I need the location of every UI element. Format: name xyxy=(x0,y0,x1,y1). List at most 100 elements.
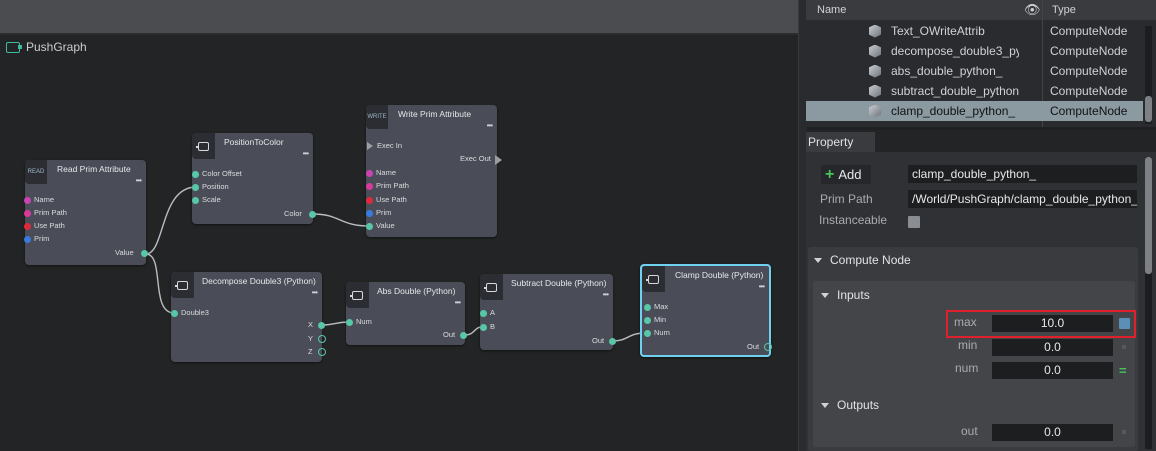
graph-icon xyxy=(6,41,22,53)
node-menu-icon[interactable]: ••• xyxy=(758,282,765,291)
max-field[interactable]: 10.0 xyxy=(992,315,1113,332)
connected-icon[interactable]: = xyxy=(1119,363,1127,378)
exec-out-icon[interactable] xyxy=(495,155,502,165)
pin-name-icon[interactable] xyxy=(366,170,373,177)
tab-property[interactable]: Property xyxy=(806,132,875,152)
pin-num-icon[interactable] xyxy=(346,319,353,326)
pin-num-icon[interactable] xyxy=(644,330,651,337)
pin-color-out-icon[interactable] xyxy=(309,211,316,218)
property-scrollbar[interactable] xyxy=(1145,157,1152,449)
stage-row-type: ComputeNode xyxy=(1050,64,1128,78)
node-header: READ Read Prim Attribute xyxy=(25,160,146,184)
node-header: WRITE Write Prim Attribute xyxy=(366,105,497,129)
stage-row-type: ComputeNode xyxy=(1050,104,1128,118)
instanceable-label: Instanceable xyxy=(819,213,888,227)
pin-out-icon[interactable] xyxy=(609,338,616,345)
pin-min-icon[interactable] xyxy=(644,317,651,324)
pin-name-icon[interactable] xyxy=(24,197,31,204)
keyframe-button[interactable] xyxy=(1119,318,1130,329)
panel-splitter[interactable] xyxy=(798,0,807,451)
port-value: Value xyxy=(115,248,134,257)
num-label: num xyxy=(955,361,979,375)
add-button[interactable]: + Add xyxy=(821,165,871,184)
stage-row[interactable]: subtract_double_python ComputeNode xyxy=(806,81,1143,101)
pin-scale-icon[interactable] xyxy=(192,197,199,204)
python-node-icon xyxy=(346,282,369,308)
outputs-header[interactable]: Outputs xyxy=(821,398,879,412)
pin-out-icon[interactable] xyxy=(460,332,467,339)
graph-divider xyxy=(0,33,800,35)
port-exec-in: Exec In xyxy=(377,141,403,150)
pin-x-out-icon[interactable] xyxy=(318,322,325,329)
node-position-to-color[interactable]: PositionToColor ••• Color Offset Positio… xyxy=(192,133,316,224)
stage-scrollbar[interactable] xyxy=(1145,26,1152,124)
pin-prim-path-icon[interactable] xyxy=(366,183,373,190)
node-read-prim-attribute[interactable]: READ Read Prim Attribute ••• Name Prim P… xyxy=(24,160,148,265)
port-x: X xyxy=(308,320,314,329)
node-menu-icon[interactable]: ••• xyxy=(602,290,609,299)
pin-y-out-icon[interactable] xyxy=(318,335,326,343)
stage-row[interactable]: decompose_double3_py ComputeNode xyxy=(806,41,1143,61)
num-field[interactable]: 0.0 xyxy=(992,362,1113,379)
scrollbar-thumb[interactable] xyxy=(1145,96,1152,122)
name-field[interactable]: clamp_double_python_ xyxy=(908,165,1137,183)
max-input-highlight xyxy=(946,310,1136,338)
pin-b-icon[interactable] xyxy=(480,324,487,331)
compute-node-icon xyxy=(869,24,881,38)
node-write-prim-attribute[interactable]: WRITE Write Prim Attribute ••• Exec In E… xyxy=(366,105,502,237)
pin-z-out-icon[interactable] xyxy=(318,348,326,356)
inputs-header[interactable]: Inputs xyxy=(821,288,870,302)
port-name: Name xyxy=(34,195,55,204)
stage-row-selected[interactable]: clamp_double_python_ ComputeNode xyxy=(806,101,1143,121)
pin-max-icon[interactable] xyxy=(644,304,651,311)
min-label: min xyxy=(958,338,978,352)
pin-prim-icon[interactable] xyxy=(24,236,31,243)
pin-prim-path-icon[interactable] xyxy=(24,210,31,217)
pin-double3-icon[interactable] xyxy=(171,310,178,317)
exec-in-icon[interactable] xyxy=(367,142,373,150)
node-decompose-double3[interactable]: Decompose Double3 (Python) ••• Double3 X… xyxy=(171,272,326,362)
node-menu-icon[interactable]: ••• xyxy=(302,149,309,158)
stage-row-type: ComputeNode xyxy=(1050,24,1128,38)
stage-row[interactable]: abs_double_python_ ComputeNode xyxy=(806,61,1143,81)
node-menu-icon[interactable]: ••• xyxy=(135,176,142,185)
wire-value-to-double3 xyxy=(145,253,175,314)
stage-row[interactable]: Text_OWriteAttrib ComputeNode xyxy=(806,21,1143,41)
col-type-header[interactable]: Type xyxy=(1052,4,1076,16)
port-scale: Scale xyxy=(202,195,221,204)
compute-node-section: Compute Node Inputs max 10.0 min 0.0 num… xyxy=(808,247,1138,451)
port-use-path: Use Path xyxy=(34,221,65,230)
eye-icon[interactable]: 👁 xyxy=(1024,2,1041,17)
node-header: PositionToColor xyxy=(192,133,313,159)
node-abs-double[interactable]: Abs Double (Python) ••• Num Out xyxy=(346,282,467,345)
compute-node-title: Compute Node xyxy=(830,253,911,267)
node-menu-icon[interactable]: ••• xyxy=(486,121,493,130)
stage-row-type: ComputeNode xyxy=(1050,44,1128,58)
scrollbar-thumb[interactable] xyxy=(1145,157,1152,274)
col-name-header[interactable]: Name xyxy=(817,4,847,16)
node-subtract-double[interactable]: Subtract Double (Python) ••• A B Out xyxy=(480,274,616,350)
stage-row-name: abs_double_python_ xyxy=(891,64,1003,78)
stage-row-name: decompose_double3_py xyxy=(891,44,1019,58)
port-prim: Prim xyxy=(376,208,392,217)
prim-path-field[interactable]: /World/PushGraph/clamp_double_python_ xyxy=(908,190,1137,208)
pin-out-icon[interactable] xyxy=(764,343,772,351)
pin-color-offset-icon[interactable] xyxy=(192,171,199,178)
pin-value-out-icon[interactable] xyxy=(141,250,148,257)
pin-use-path-icon[interactable] xyxy=(24,223,31,230)
instanceable-checkbox[interactable] xyxy=(908,216,920,228)
pin-position-icon[interactable] xyxy=(192,184,199,191)
node-clamp-double[interactable]: Clamp Double (Python) ••• Max Min Num Ou… xyxy=(640,264,772,357)
node-title: Subtract Double (Python) xyxy=(511,278,607,288)
pin-use-path-icon[interactable] xyxy=(366,197,373,204)
pin-prim-icon[interactable] xyxy=(366,210,373,217)
compute-node-header[interactable]: Compute Node xyxy=(814,253,911,267)
node-menu-icon[interactable]: ••• xyxy=(311,288,318,297)
port-color: Color xyxy=(284,209,302,218)
min-field[interactable]: 0.0 xyxy=(992,339,1113,356)
pin-value-in-icon[interactable] xyxy=(366,223,373,230)
node-menu-icon[interactable]: ••• xyxy=(454,298,461,307)
out-field[interactable]: 0.0 xyxy=(992,424,1113,441)
pin-a-icon[interactable] xyxy=(480,310,487,317)
stage-header: Name 👁 Type xyxy=(806,0,1156,20)
